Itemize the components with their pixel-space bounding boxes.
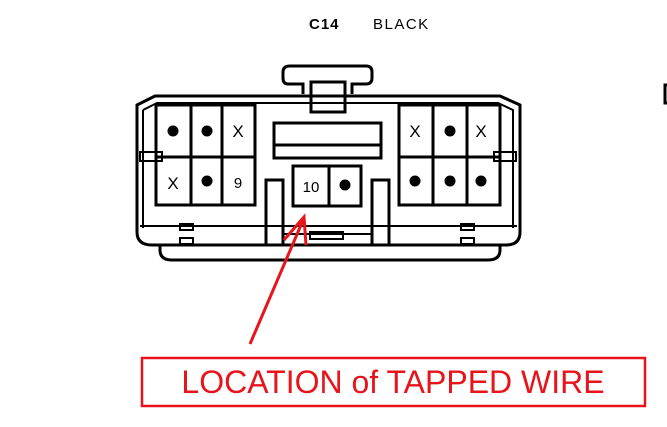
cavity-dot [167, 125, 179, 137]
connector-color: BLACK [373, 16, 430, 33]
cavity-dot [201, 175, 213, 187]
cavity-marks: X X 9 10 X X [167, 122, 486, 196]
connector-id: C14 [309, 16, 340, 33]
cavity-dot [339, 179, 351, 191]
cavity-dot [475, 175, 487, 187]
cavity-dot [444, 175, 456, 187]
cavity-blank: X [167, 174, 178, 193]
cavity-pin-9: 9 [234, 175, 242, 192]
callout-box [140, 356, 647, 408]
callout-label: LOCATION of TAPPED WIRE [181, 364, 604, 400]
callout-arrow [248, 213, 308, 345]
cavity-pin-10: 10 [303, 179, 320, 196]
cavity-blank: X [232, 122, 243, 141]
cavity-blank: X [475, 122, 486, 141]
edge-bracket [663, 83, 667, 105]
cavity-dot [409, 175, 421, 187]
cavity-blank: X [409, 122, 420, 141]
cavity-dot [444, 125, 456, 137]
cavity-dot [201, 125, 213, 137]
connector-body [135, 64, 522, 262]
